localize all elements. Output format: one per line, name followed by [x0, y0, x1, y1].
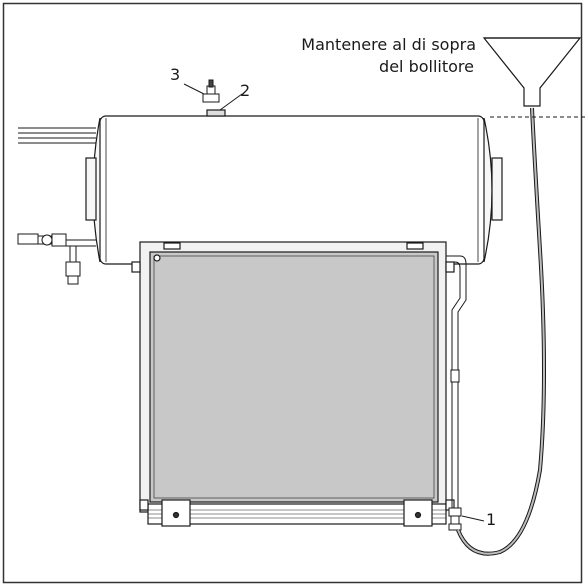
solar-collector — [131, 241, 455, 527]
drain-valve — [448, 507, 462, 531]
callout-3-label: 3 — [170, 65, 180, 84]
callout-3-leader — [183, 83, 205, 95]
air-vent-valve — [202, 79, 220, 103]
funnel — [482, 37, 582, 107]
return-pipe — [446, 255, 467, 508]
callout-1-label: 1 — [486, 510, 496, 529]
instruction-line1: Mantenere al di sopra — [301, 35, 476, 54]
supply-pipes — [18, 127, 96, 144]
callout-2-leader — [219, 93, 243, 111]
callout-1-leader — [461, 515, 485, 522]
instruction-line2: del bollitore — [379, 57, 474, 76]
callout-2-label: 2 — [240, 81, 250, 100]
boiler-tank — [85, 109, 503, 265]
inlet-valve-assembly — [17, 233, 96, 285]
